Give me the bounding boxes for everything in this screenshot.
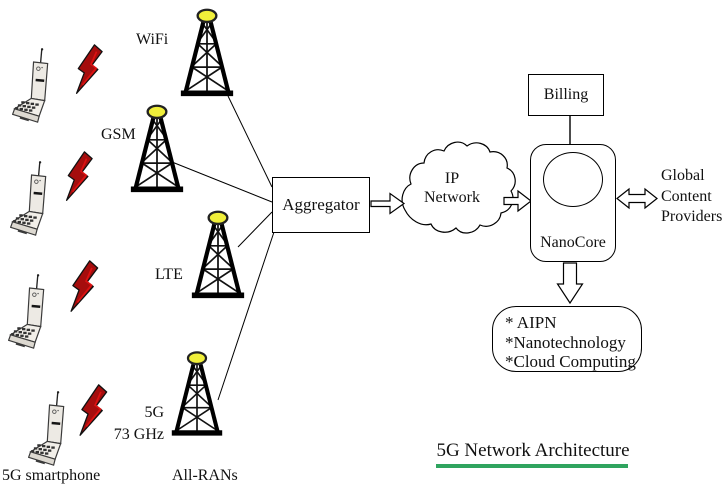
nanocore-label: NanoCore [540, 234, 606, 251]
tower-label-wifi: WiFi [136, 31, 169, 48]
radio-tower-icon-5g [172, 352, 222, 433]
phone-icon-2 [10, 160, 47, 236]
aggregator-box: Aggregator [272, 177, 370, 233]
signal-bolt-icon-3 [70, 260, 99, 313]
ip-network-label-line1: IP [444, 170, 460, 187]
radio-tower-icon-lte [192, 212, 244, 296]
services-box: * AIPN *Nanotechnology *Cloud Computing [492, 306, 642, 372]
arrow-aggregator-to-ipnetwork [370, 192, 406, 215]
ip-network-label-line2: Network [424, 189, 480, 206]
signal-bolt-icon-2 [65, 151, 94, 202]
radio-tower-icon-wifi [181, 10, 233, 94]
line-5g-to-aggregator [217, 231, 275, 401]
diagram-title: 5G Network Architecture [436, 440, 630, 461]
radio-tower-icon-gsm [131, 106, 183, 190]
title-underline [436, 464, 628, 468]
phone-icon-4 [28, 390, 65, 466]
service-item-cloud-computing: *Cloud Computing [505, 352, 636, 371]
line-gsm-to-aggregator [171, 161, 273, 203]
arrow-nanocore-to-services [556, 262, 584, 305]
billing-box: Billing [528, 74, 604, 116]
phone-icon-1 [12, 47, 49, 123]
service-item-nanotechnology: *Nanotechnology [505, 332, 626, 352]
global-content-providers-label: Global Content Providers [661, 166, 722, 228]
gcp-line2: Content [661, 187, 712, 205]
arrow-nanocore-globalproviders-bidirectional [616, 187, 658, 210]
arrow-ipnetwork-to-nanocore [503, 189, 532, 213]
ip-network-label: IP Network [412, 169, 492, 207]
signal-bolt-icon-1 [75, 44, 104, 95]
tower-label-5g: 5G 73 GHz [100, 402, 164, 446]
tower-label-lte: LTE [155, 266, 183, 283]
aggregator-label: Aggregator [282, 195, 360, 214]
all-rans-label: All-RANs [172, 467, 238, 484]
tower-label-5g-line1: 5G [144, 404, 164, 421]
billing-label: Billing [543, 86, 589, 103]
smartphone-group-label: 5G smartphone [2, 467, 101, 484]
line-wifi-to-aggregator [227, 95, 273, 188]
service-item-aipn: * AIPN [505, 313, 557, 332]
gcp-line1: Global [661, 167, 705, 184]
tower-label-gsm: GSM [101, 126, 136, 143]
gcp-line3: Providers [661, 208, 723, 225]
nanocore-ellipse [543, 152, 603, 207]
line-lte-to-aggregator [237, 211, 273, 248]
nanocore-box: NanoCore [530, 144, 616, 262]
phone-icon-3 [8, 273, 45, 349]
tower-label-5g-line2: 73 GHz [113, 426, 164, 443]
ip-network-cloud-shape [401, 141, 516, 234]
